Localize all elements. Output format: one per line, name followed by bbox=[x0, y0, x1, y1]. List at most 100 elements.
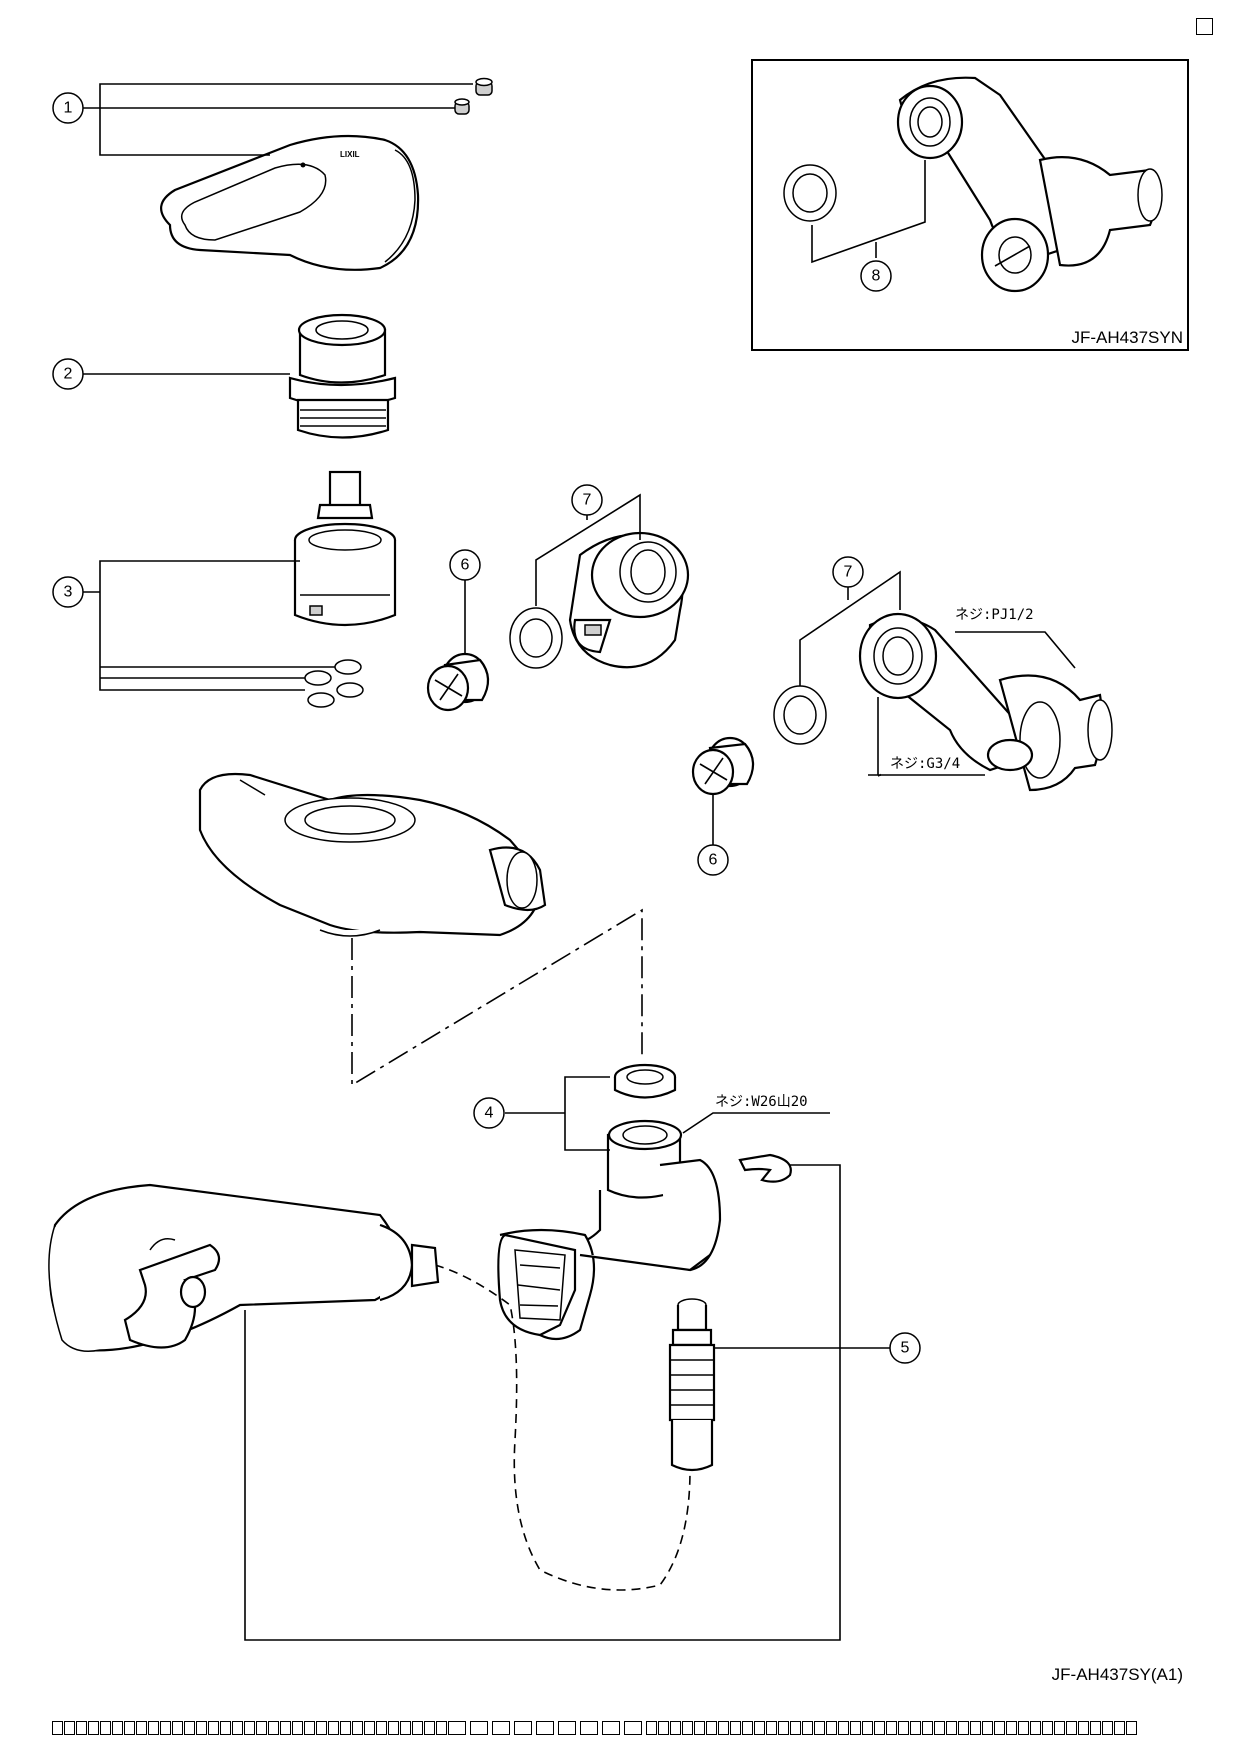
placeholder-glyph bbox=[910, 1721, 921, 1735]
placeholder-glyph bbox=[646, 1721, 657, 1735]
callout-6-upper: 6 bbox=[449, 549, 481, 581]
placeholder-glyph bbox=[124, 1721, 135, 1735]
leader-7-right bbox=[799, 570, 901, 686]
placeholder-glyph bbox=[934, 1721, 945, 1735]
cartridge bbox=[293, 470, 397, 708]
hose-path bbox=[434, 1264, 691, 1591]
placeholder-glyph bbox=[514, 1721, 532, 1735]
placeholder-glyph bbox=[994, 1721, 1005, 1735]
thread-label-g34: ネジ:G3/4 bbox=[890, 756, 960, 772]
placeholder-glyph bbox=[148, 1721, 159, 1735]
callout-3: 3 bbox=[52, 576, 84, 608]
handle-logo-text: LIXIL bbox=[340, 150, 360, 159]
placeholder-glyph bbox=[400, 1721, 411, 1735]
placeholder-glyph bbox=[580, 1721, 598, 1735]
placeholder-glyph bbox=[136, 1721, 147, 1735]
placeholder-glyph bbox=[172, 1721, 183, 1735]
placeholder-glyph bbox=[814, 1721, 825, 1735]
placeholder-glyph bbox=[1030, 1721, 1041, 1735]
eccentric-fitting-left bbox=[509, 531, 690, 669]
svg-text:2: 2 bbox=[64, 366, 73, 383]
placeholder-glyph bbox=[670, 1721, 681, 1735]
svg-text:8: 8 bbox=[872, 268, 881, 285]
placeholder-glyph bbox=[1126, 1721, 1137, 1735]
model-code-label: JF-AH437SY(A1) bbox=[1052, 1665, 1183, 1684]
placeholder-glyph bbox=[1114, 1721, 1125, 1735]
placeholder-glyph bbox=[208, 1721, 219, 1735]
callout-2: 2 bbox=[52, 358, 84, 390]
placeholder-glyph bbox=[470, 1721, 488, 1735]
placeholder-glyph bbox=[412, 1721, 423, 1735]
placeholder-glyph bbox=[742, 1721, 753, 1735]
placeholder-glyph bbox=[1054, 1721, 1065, 1735]
placeholder-glyph bbox=[778, 1721, 789, 1735]
placeholder-glyph bbox=[64, 1721, 75, 1735]
placeholder-glyph bbox=[448, 1721, 466, 1735]
placeholder-glyph bbox=[624, 1721, 642, 1735]
leader-7-left bbox=[535, 493, 641, 606]
placeholder-glyph bbox=[718, 1721, 729, 1735]
placeholder-glyph bbox=[364, 1721, 375, 1735]
placeholder-glyph bbox=[874, 1721, 885, 1735]
leader-3 bbox=[99, 560, 305, 691]
placeholder-glyph bbox=[658, 1721, 669, 1735]
placeholder-glyph bbox=[388, 1721, 399, 1735]
callout-5: 5 bbox=[889, 1332, 921, 1364]
callout-4: 4 bbox=[473, 1097, 505, 1129]
svg-text:6: 6 bbox=[709, 852, 718, 869]
callout-6-lower: 6 bbox=[697, 844, 729, 876]
corner-checkbox bbox=[1196, 18, 1213, 35]
placeholder-glyph bbox=[436, 1721, 447, 1735]
placeholder-glyph bbox=[88, 1721, 99, 1735]
placeholder-glyph bbox=[256, 1721, 267, 1735]
cap-nut bbox=[288, 313, 397, 439]
diverter-assembly bbox=[497, 1063, 722, 1341]
placeholder-glyph bbox=[352, 1721, 363, 1735]
placeholder-glyph bbox=[340, 1721, 351, 1735]
placeholder-glyph bbox=[112, 1721, 123, 1735]
svg-text:1: 1 bbox=[64, 100, 73, 117]
placeholder-glyph bbox=[922, 1721, 933, 1735]
placeholder-glyph bbox=[898, 1721, 909, 1735]
placeholder-glyph bbox=[970, 1721, 981, 1735]
footer-placeholder-glyphs bbox=[52, 1721, 1202, 1736]
placeholder-glyph bbox=[850, 1721, 861, 1735]
placeholder-glyph bbox=[694, 1721, 705, 1735]
thread-label-w26: ネジ:W26山20 bbox=[715, 1094, 808, 1110]
check-valve-left bbox=[426, 652, 490, 712]
placeholder-glyph bbox=[1042, 1721, 1053, 1735]
leader-1 bbox=[99, 83, 473, 156]
check-valve-right bbox=[691, 736, 755, 796]
placeholder-glyph bbox=[1078, 1721, 1089, 1735]
placeholder-glyph bbox=[424, 1721, 435, 1735]
placeholder-glyph bbox=[558, 1721, 576, 1735]
placeholder-glyph bbox=[706, 1721, 717, 1735]
placeholder-glyph bbox=[492, 1721, 510, 1735]
placeholder-glyph bbox=[886, 1721, 897, 1735]
placeholder-glyph bbox=[76, 1721, 87, 1735]
placeholder-glyph bbox=[268, 1721, 279, 1735]
callout-1: 1 bbox=[52, 92, 84, 124]
placeholder-glyph bbox=[682, 1721, 693, 1735]
hose-connector bbox=[668, 1298, 716, 1472]
inset-panel bbox=[751, 59, 1189, 351]
placeholder-glyph bbox=[304, 1721, 315, 1735]
inset-model-label: JF-AH437SYN bbox=[1072, 328, 1183, 347]
placeholder-glyph bbox=[244, 1721, 255, 1735]
placeholder-glyph bbox=[232, 1721, 243, 1735]
placeholder-glyph bbox=[184, 1721, 195, 1735]
placeholder-glyph bbox=[754, 1721, 765, 1735]
placeholder-glyph bbox=[328, 1721, 339, 1735]
assembly-line bbox=[351, 908, 643, 1087]
placeholder-glyph bbox=[1102, 1721, 1113, 1735]
placeholder-glyph bbox=[1018, 1721, 1029, 1735]
placeholder-glyph bbox=[802, 1721, 813, 1735]
placeholder-glyph bbox=[316, 1721, 327, 1735]
leader-5 bbox=[244, 1164, 841, 1641]
placeholder-glyph bbox=[946, 1721, 957, 1735]
callout-8: 8 bbox=[860, 260, 892, 292]
svg-text:7: 7 bbox=[844, 564, 853, 581]
svg-text:7: 7 bbox=[583, 492, 592, 509]
placeholder-glyph bbox=[730, 1721, 741, 1735]
placeholder-glyph bbox=[826, 1721, 837, 1735]
